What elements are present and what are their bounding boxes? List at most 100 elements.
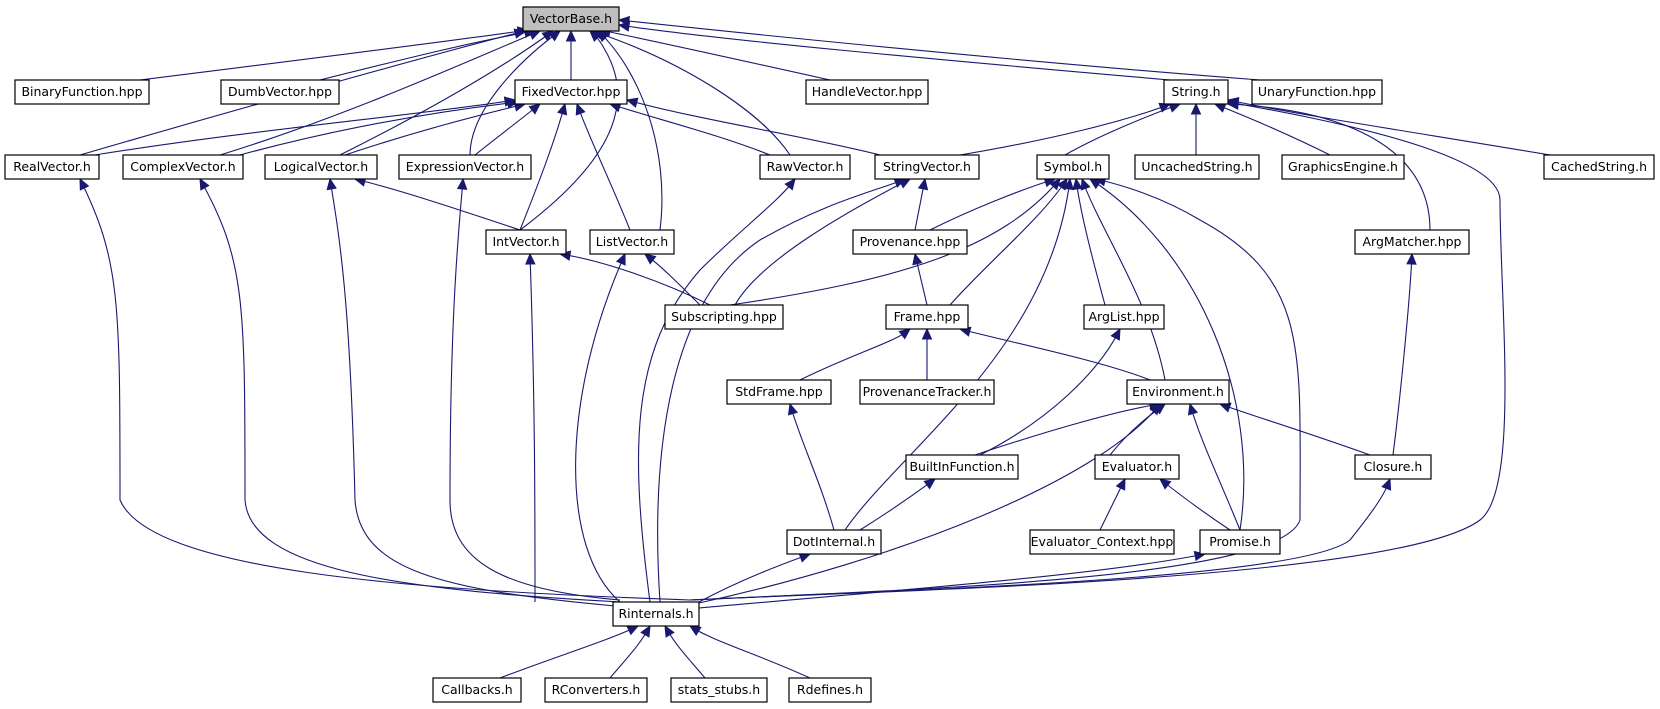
node-intvector[interactable]: IntVector.h xyxy=(485,229,567,255)
node-stdframe[interactable]: StdFrame.hpp xyxy=(726,379,832,405)
node-rconverters[interactable]: RConverters.h xyxy=(544,677,648,703)
dependency-edge xyxy=(1081,178,1166,381)
node-label: RealVector.h xyxy=(13,159,91,174)
arrowhead xyxy=(528,30,542,40)
arrowhead xyxy=(1110,327,1121,341)
dependency-edge xyxy=(734,178,911,306)
dependency-edge xyxy=(959,103,1171,156)
node-graphicsengine[interactable]: GraphicsEngine.h xyxy=(1281,154,1405,180)
node-label: ArgMatcher.hpp xyxy=(1363,234,1462,249)
dependency-edge xyxy=(474,103,541,156)
node-label: ComplexVector.h xyxy=(130,159,235,174)
node-evaluator[interactable]: Evaluator.h xyxy=(1094,454,1180,480)
node-dotinternal[interactable]: DotInternal.h xyxy=(786,529,882,555)
node-cachedstring[interactable]: CachedString.h xyxy=(1543,154,1655,180)
node-uncachedstring[interactable]: UncachedString.h xyxy=(1134,154,1260,180)
arrowhead xyxy=(617,15,630,27)
dependency-edge xyxy=(799,328,911,381)
node-symbol[interactable]: Symbol.h xyxy=(1036,154,1110,180)
node-logicalvector[interactable]: LogicalVector.h xyxy=(264,154,378,180)
arrowhead xyxy=(1072,177,1083,191)
node-stringvector[interactable]: StringVector.h xyxy=(874,154,980,180)
node-label: Rdefines.h xyxy=(797,682,863,697)
node-provenancetracker[interactable]: ProvenanceTracker.h xyxy=(859,379,995,405)
node-argmatcher[interactable]: ArgMatcher.hpp xyxy=(1354,229,1470,255)
dependency-edge xyxy=(689,625,811,679)
node-label: Symbol.h xyxy=(1044,159,1102,174)
node-label: Provenance.hpp xyxy=(860,234,961,249)
node-evaluator-context[interactable]: Evaluator_Context.hpp xyxy=(1029,529,1175,555)
edges-layer xyxy=(79,15,1551,679)
node-stats-stubs[interactable]: stats_stubs.h xyxy=(670,677,768,703)
node-environment[interactable]: Environment.h xyxy=(1126,379,1230,405)
node-listvector[interactable]: ListVector.h xyxy=(589,229,675,255)
node-expressionvector[interactable]: ExpressionVector.h xyxy=(398,154,532,180)
node-label: stats_stubs.h xyxy=(678,682,760,697)
dependency-edge xyxy=(344,103,526,156)
node-builtinfunction[interactable]: BuiltInFunction.h xyxy=(905,454,1019,480)
node-label: DumbVector.hpp xyxy=(228,84,332,99)
node-provenance[interactable]: Provenance.hpp xyxy=(852,229,968,255)
arrowhead xyxy=(456,177,468,190)
node-label: ArgList.hpp xyxy=(1088,309,1159,324)
node-rinternals[interactable]: Rinternals.h xyxy=(612,601,700,627)
node-label: ProvenanceTracker.h xyxy=(863,384,992,399)
node-dumbvector[interactable]: DumbVector.hpp xyxy=(220,79,340,105)
node-callbacks[interactable]: Callbacks.h xyxy=(432,677,522,703)
dependency-edge xyxy=(499,625,639,679)
node-label: Subscripting.hpp xyxy=(671,309,777,324)
node-rdefines[interactable]: Rdefines.h xyxy=(788,677,872,703)
node-label: UncachedString.h xyxy=(1141,159,1252,174)
dependency-edge xyxy=(1214,103,1331,156)
node-label: BuiltInFunction.h xyxy=(909,459,1014,474)
node-frame[interactable]: Frame.hpp xyxy=(885,304,969,330)
node-label: UnaryFunction.hpp xyxy=(1258,84,1376,99)
dependency-edge xyxy=(974,403,1161,456)
dependency-edge xyxy=(575,253,626,603)
dependency-edge xyxy=(449,178,621,601)
node-binaryfunction[interactable]: BinaryFunction.hpp xyxy=(14,79,150,105)
arrowhead xyxy=(597,30,610,43)
arrowhead xyxy=(787,402,799,416)
node-string[interactable]: String.h xyxy=(1163,79,1229,105)
dependency-edge xyxy=(698,553,1206,609)
node-arglist[interactable]: ArgList.hpp xyxy=(1083,304,1165,330)
arrowhead xyxy=(525,252,536,265)
node-unaryfunction[interactable]: UnaryFunction.hpp xyxy=(1251,79,1383,105)
dependency-edge xyxy=(689,403,1161,606)
node-complexvector[interactable]: ComplexVector.h xyxy=(122,154,244,180)
arrowhead xyxy=(1149,403,1161,416)
dependency-edge xyxy=(1189,403,1241,531)
node-subscripting[interactable]: Subscripting.hpp xyxy=(664,304,784,330)
node-closure[interactable]: Closure.h xyxy=(1354,454,1432,480)
arrowhead xyxy=(565,29,577,42)
arrowhead xyxy=(589,30,602,42)
arrowhead xyxy=(626,625,640,636)
arrowhead xyxy=(506,98,520,109)
arrowhead xyxy=(1115,477,1126,491)
arrowhead xyxy=(557,102,568,116)
node-label: Evaluator_Context.hpp xyxy=(1031,534,1174,549)
arrowhead xyxy=(513,28,527,39)
node-label: CachedString.h xyxy=(1551,159,1647,174)
dependency-edge xyxy=(597,30,663,231)
node-promise[interactable]: Promise.h xyxy=(1199,529,1281,555)
arrowhead xyxy=(1406,252,1417,265)
node-realvector[interactable]: RealVector.h xyxy=(4,154,100,180)
node-label: Closure.h xyxy=(1364,459,1423,474)
node-vectorbase[interactable]: VectorBase.h xyxy=(522,6,620,32)
node-rawvector[interactable]: RawVector.h xyxy=(759,154,851,180)
node-label: IntVector.h xyxy=(492,234,559,249)
arrowhead xyxy=(784,178,796,191)
node-fixedvector[interactable]: FixedVector.hpp xyxy=(514,79,628,105)
arrowhead xyxy=(79,177,90,191)
dependency-edge xyxy=(576,103,631,231)
node-handlevector[interactable]: HandleVector.hpp xyxy=(805,79,929,105)
dependency-edge xyxy=(329,178,616,607)
node-label: FixedVector.hpp xyxy=(522,84,621,99)
node-label: String.h xyxy=(1171,84,1220,99)
arrowhead xyxy=(615,252,626,266)
arrowhead xyxy=(575,102,586,116)
node-label: StdFrame.hpp xyxy=(735,384,823,399)
